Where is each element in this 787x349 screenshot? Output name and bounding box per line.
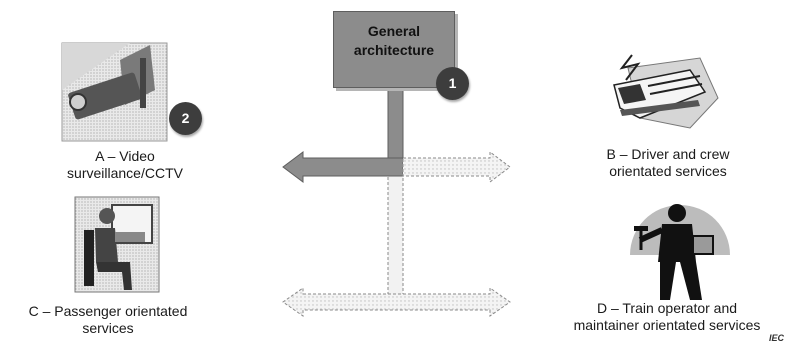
driver-label-line1: B – Driver and crew (606, 146, 730, 162)
operator-label-line1: D – Train operator and (596, 300, 738, 316)
operator-label-line2: maintainer orientated services (573, 317, 761, 333)
passenger-label-line1: C – Passenger orientated (28, 303, 188, 319)
video-label-line1: A – Video (95, 148, 155, 164)
video-label: A – Video surveillance/CCTV (40, 148, 210, 182)
arrow-to-driver (402, 151, 511, 183)
driver-label: B – Driver and crew orientated services (568, 146, 768, 180)
arrow-to-passenger-and-operator (282, 287, 511, 317)
passenger-label: C – Passenger orientated services (8, 303, 208, 337)
badge-2: 2 (169, 102, 202, 135)
general-architecture-line1: General (367, 23, 421, 39)
driver-label-line2: orientated services (609, 163, 727, 179)
arrow-to-video (282, 151, 404, 183)
passenger-label-line2: services (82, 320, 134, 336)
cctv-camera-icon (61, 42, 168, 142)
trunk-dashed (387, 172, 404, 310)
video-label-line2: surveillance/CCTV (67, 165, 183, 181)
general-architecture-label: General architecture (333, 22, 455, 60)
general-architecture-box (333, 11, 455, 88)
iec-credit: IEC (768, 333, 784, 343)
general-architecture-line2: architecture (353, 42, 435, 58)
maintenance-worker-icon (630, 204, 730, 305)
train-icon (613, 54, 719, 129)
badge-1: 1 (436, 67, 469, 100)
seated-passenger-icon (74, 196, 160, 293)
operator-label: D – Train operator and maintainer orient… (548, 300, 786, 334)
